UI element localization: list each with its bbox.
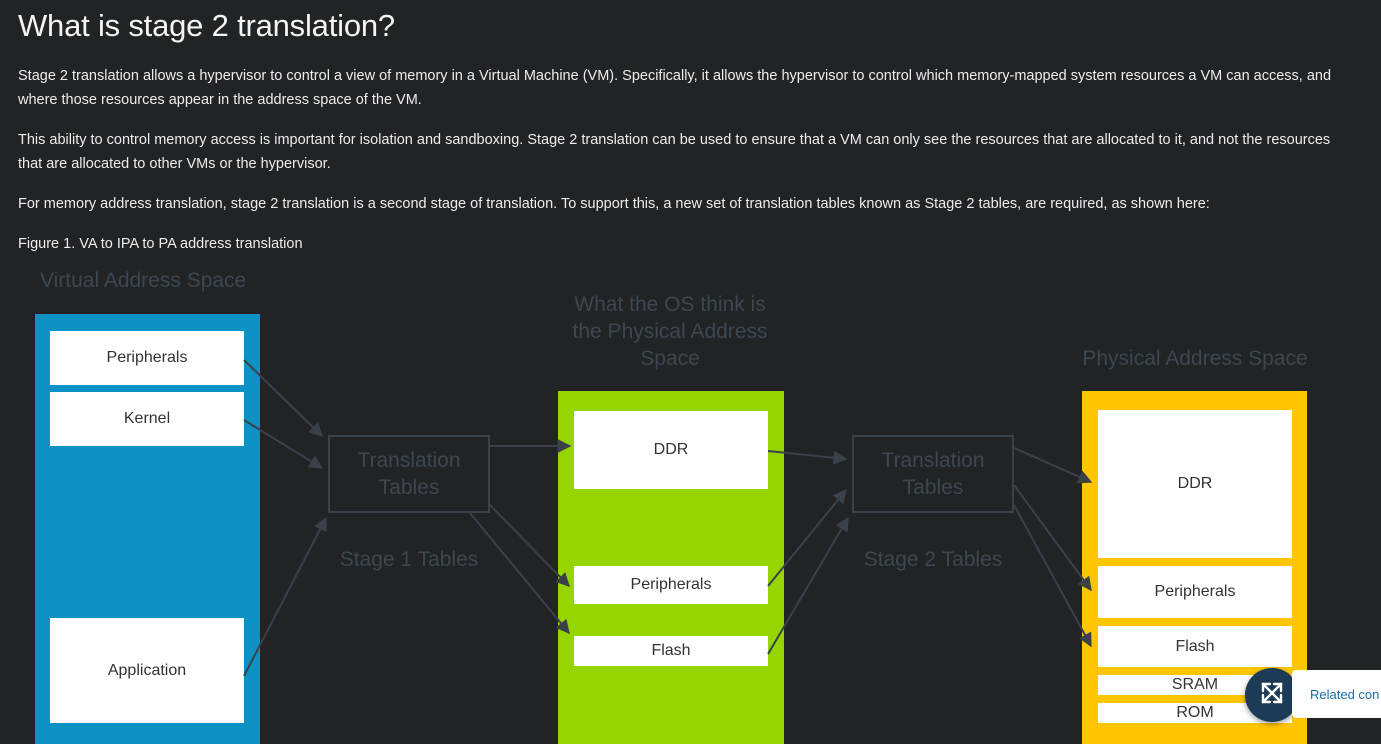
arrow-stage2-to-pa-peripherals [1013, 484, 1092, 592]
arrow-stage1-to-ipa-peripherals [489, 504, 570, 588]
expand-arrows-icon [1258, 679, 1286, 712]
paragraph-isolation: This ability to control memory access is… [18, 132, 1331, 172]
arrow-ipa-flash-to-stage2 [767, 516, 849, 655]
arrow-stage2-to-pa-flash [1013, 504, 1092, 648]
va-application-region: Application [50, 618, 244, 723]
arrow-stage2-to-pa-ddr [1013, 447, 1093, 484]
pa-flash-region: Flash [1098, 626, 1292, 667]
pa-peripherals-region: Peripherals [1098, 566, 1292, 618]
ipa-space-label: What the OS think is the Physical Addres… [572, 293, 768, 370]
arrow-va-peripherals-to-stage1 [243, 359, 324, 437]
arrow-va-application-to-stage1 [243, 516, 327, 677]
ipa-peripherals-region: Peripherals [574, 566, 768, 604]
figure-caption: Figure 1. VA to IPA to PA address transl… [18, 236, 303, 252]
stage2-tables-caption: Stage 2 Tables [863, 548, 1003, 571]
stage1-translation-tables-box: Translation Tables [328, 435, 490, 513]
pa-ddr-region: DDR [1098, 410, 1292, 558]
ipa-flash-region: Flash [574, 636, 768, 666]
paragraph-intro: Stage 2 translation allows a hypervisor … [18, 68, 1332, 108]
physical-space-label: Physical Address Space [1082, 347, 1308, 370]
arrow-ipa-ddr-to-stage2 [767, 450, 848, 465]
arrow-ipa-peripherals-to-stage2 [767, 488, 847, 587]
related-content-tab[interactable]: Related con [1292, 670, 1381, 718]
va-kernel-region: Kernel [50, 392, 244, 446]
arrow-va-kernel-to-stage1 [243, 419, 324, 469]
virtual-space-label: Virtual Address Space [40, 269, 247, 292]
ipa-ddr-region: DDR [574, 411, 768, 489]
paragraph-stage2-tables: For memory address translation, stage 2 … [18, 196, 1210, 212]
pa-sram-region: SRAM [1098, 675, 1292, 695]
stage1-tables-caption: Stage 1 Tables [339, 548, 479, 571]
arrow-stage1-to-ipa-flash [469, 512, 570, 635]
stage2-translation-tables-box: Translation Tables [852, 435, 1014, 513]
expand-button[interactable] [1245, 668, 1299, 722]
pa-rom-region: ROM [1098, 703, 1292, 723]
page-title: What is stage 2 translation? [18, 8, 395, 43]
va-peripherals-region: Peripherals [50, 331, 244, 385]
